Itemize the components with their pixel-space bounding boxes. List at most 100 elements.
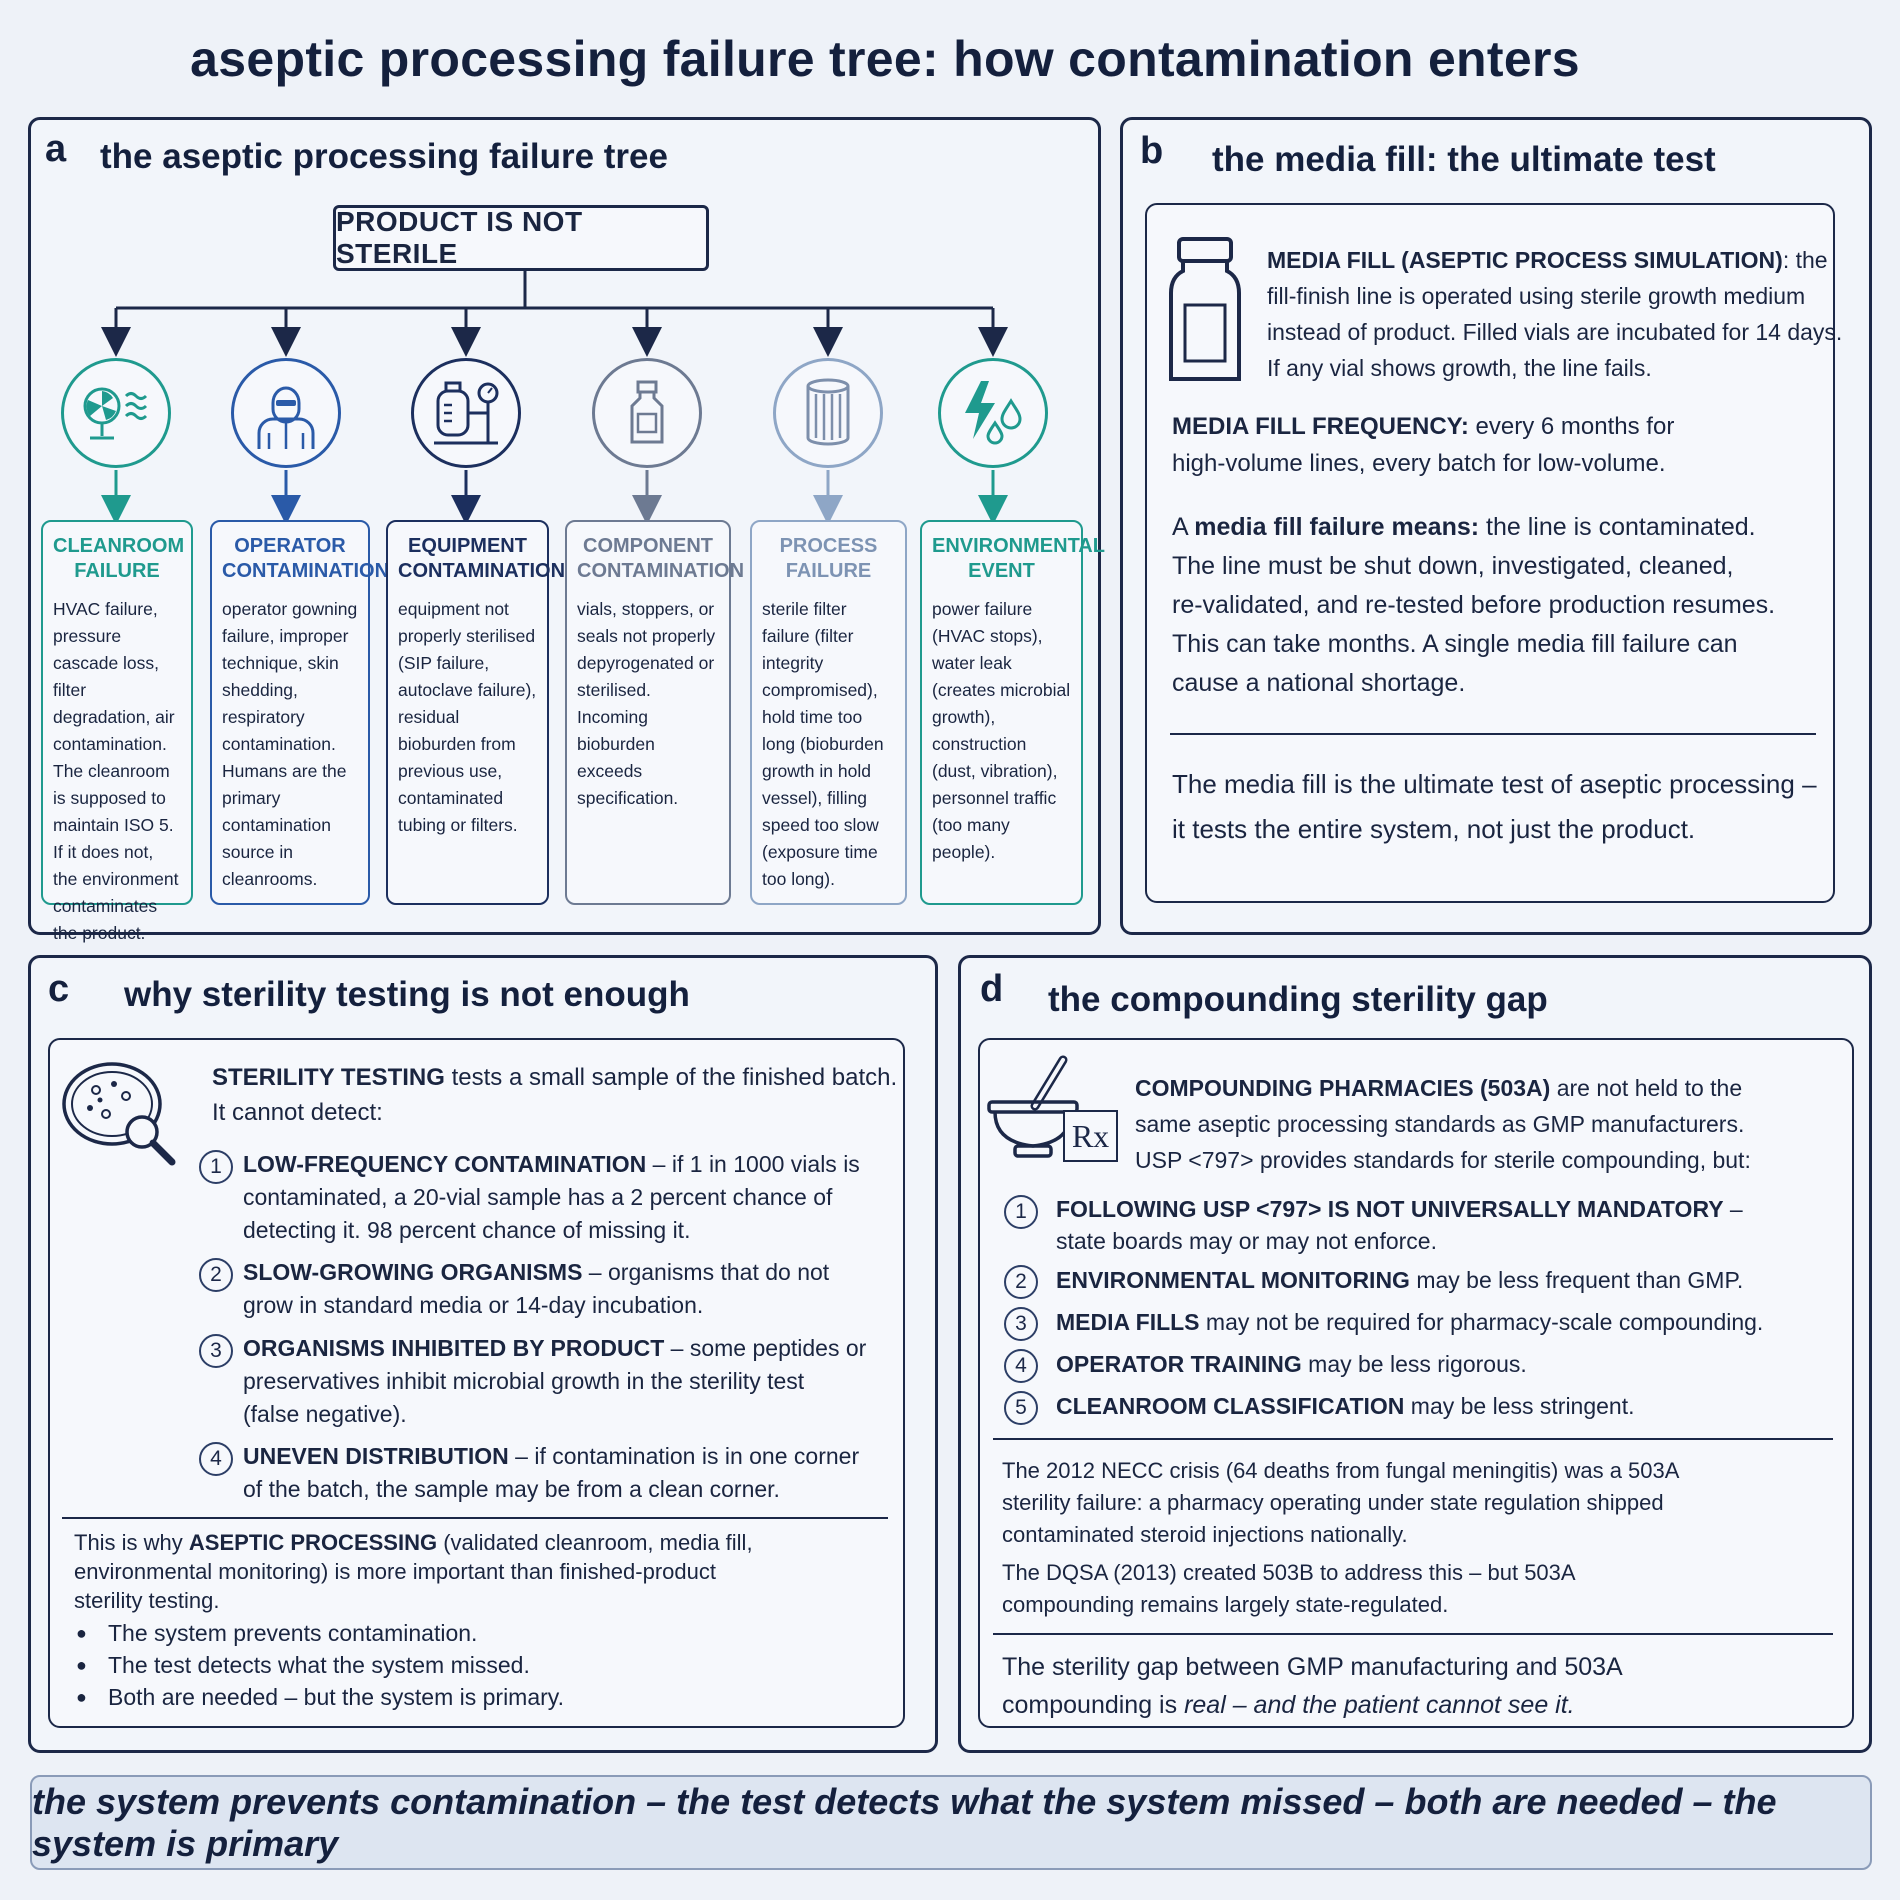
footer-text: the system prevents contamination – the …: [32, 1780, 1777, 1864]
equipment-vessel-icon: [411, 358, 521, 468]
cause-body: operator gowning failure, improper techn…: [222, 599, 358, 889]
text-line: The media fill is the ultimate test of a…: [1172, 769, 1817, 799]
item-term: ORGANISMS INHIBITED BY PRODUCT: [243, 1335, 665, 1361]
power-water-icon: [938, 358, 1048, 468]
limitation-item: LOW-FREQUENCY CONTAMINATION – if 1 in 10…: [243, 1148, 860, 1247]
number-badge: 1: [1004, 1195, 1038, 1229]
cause-title: EQUIPMENT: [408, 535, 527, 557]
failure-term: media fill failure means:: [1194, 513, 1480, 541]
text-line: re-validated, and re-tested before produ…: [1172, 591, 1776, 619]
sterility-gap-conclusion: The sterility gap between GMP manufactur…: [1002, 1648, 1623, 1724]
text-line: contaminated steroid injections national…: [1002, 1522, 1408, 1547]
text-line: If any vial shows growth, the line fails…: [1267, 355, 1652, 381]
text-span: – organisms that do not: [582, 1259, 830, 1285]
text-line: The DQSA (2013) created 503B to address …: [1002, 1560, 1576, 1585]
root-node: PRODUCT IS NOT STERILE: [333, 205, 709, 271]
text-line: of the batch, the sample may be from a c…: [243, 1476, 780, 1502]
panel-c-title: why sterility testing is not enough: [124, 975, 690, 1014]
item-term: LOW-FREQUENCY CONTAMINATION: [243, 1151, 647, 1177]
gap-item: ENVIRONMENTAL MONITORING may be less fre…: [1056, 1264, 1743, 1297]
text-line: It cannot detect:: [212, 1099, 383, 1126]
text-line: fill-finish line is operated using steri…: [1267, 283, 1806, 309]
cause-title: CONTAMINATION: [577, 560, 745, 582]
cause-body: equipment not properly sterilised (SIP f…: [398, 599, 537, 835]
aseptic-conclusion: This is why ASEPTIC PROCESSING (validate…: [74, 1528, 753, 1615]
item-term: SLOW-GROWING ORGANISMS: [243, 1259, 583, 1285]
text-line: same aseptic processing standards as GMP…: [1135, 1111, 1745, 1137]
text-span: (validated cleanroom, media fill,: [437, 1530, 753, 1555]
text-line: instead of product. Filled vials are inc…: [1267, 319, 1843, 345]
cause-title: COMPONENT: [583, 535, 713, 557]
media-fill-conclusion: The media fill is the ultimate test of a…: [1172, 762, 1817, 852]
text-line: This can take months. A single media fil…: [1172, 630, 1738, 658]
bullet-item: The test detects what the system missed.: [76, 1649, 530, 1681]
cause-title: OPERATOR: [234, 535, 346, 557]
item-term: ENVIRONMENTAL MONITORING: [1056, 1267, 1410, 1293]
page-title: aseptic processing failure tree: how con…: [190, 31, 1580, 87]
divider: [993, 1633, 1833, 1635]
text-span: –: [1723, 1196, 1743, 1222]
gap-item: FOLLOWING USP <797> IS NOT UNIVERSALLY M…: [1056, 1193, 1743, 1257]
gap-item: OPERATOR TRAINING may be less rigorous.: [1056, 1348, 1527, 1381]
text-line: The 2012 NECC crisis (64 deaths from fun…: [1002, 1458, 1680, 1483]
text-span: may be less frequent than GMP.: [1409, 1267, 1744, 1293]
text-span: every 6 months for: [1468, 413, 1675, 440]
media-vial-icon: [1169, 237, 1241, 381]
sterility-testing-box: [48, 1038, 905, 1728]
gap-item: CLEANROOM CLASSIFICATION may be less str…: [1056, 1390, 1635, 1423]
item-term: CLEANROOM CLASSIFICATION: [1056, 1393, 1405, 1419]
divider: [993, 1438, 1833, 1440]
compounding-intro: COMPOUNDING PHARMACIES (503A) are not he…: [1135, 1070, 1751, 1178]
necc-crisis-text: The 2012 NECC crisis (64 deaths from fun…: [1002, 1455, 1679, 1551]
text-span: : the: [1782, 247, 1828, 273]
cause-title: PROCESS: [779, 535, 878, 557]
text-line: state boards may or may not enforce.: [1056, 1228, 1437, 1254]
emphasis-text: real – and the patient cannot see it.: [1184, 1691, 1575, 1719]
item-term: OPERATOR TRAINING: [1056, 1351, 1302, 1377]
text-line: The line must be shut down, investigated…: [1172, 552, 1734, 580]
text-line: high-volume lines, every batch for low-v…: [1172, 450, 1666, 477]
text-span: tests a small sample of the finished bat…: [444, 1064, 898, 1091]
cause-title: CLEANROOM: [53, 535, 185, 557]
text-line: The sterility gap between GMP manufactur…: [1002, 1653, 1623, 1681]
vial-icon: [592, 358, 702, 468]
text-span: – some peptides or: [664, 1335, 867, 1361]
panel-d-label: d: [980, 968, 1004, 1010]
cause-body: power failure (HVAC stops), water leak (…: [932, 599, 1071, 862]
cause-body: vials, stoppers, or seals not properly d…: [577, 599, 716, 808]
number-badge: 1: [199, 1150, 233, 1184]
item-term: MEDIA FILLS: [1056, 1309, 1200, 1335]
text-line: grow in standard media or 14-day incubat…: [243, 1292, 704, 1318]
text-line: environmental monitoring) is more import…: [74, 1559, 716, 1584]
divider: [62, 1517, 888, 1519]
gowned-operator-icon: [231, 358, 341, 468]
number-badge: 4: [1004, 1349, 1038, 1383]
filter-cartridge-icon: [773, 358, 883, 468]
number-badge: 4: [199, 1442, 233, 1476]
limitation-item: ORGANISMS INHIBITED BY PRODUCT – some pe…: [243, 1332, 866, 1431]
item-term: UNEVEN DISTRIBUTION: [243, 1443, 509, 1469]
text-span: the line is contaminated.: [1479, 513, 1756, 541]
tree-connectors: [101, 271, 1008, 525]
media-fill-failure: A media fill failure means: the line is …: [1172, 508, 1775, 703]
text-line: USP <797> provides standards for sterile…: [1135, 1147, 1751, 1173]
text-span: This is why: [74, 1530, 189, 1555]
frequency-term: MEDIA FILL FREQUENCY:: [1172, 413, 1469, 440]
cause-title: ENVIRONMENTAL: [932, 535, 1105, 557]
panel-a-label: a: [45, 128, 67, 170]
number-badge: 3: [1004, 1307, 1038, 1341]
panel-c-label: c: [48, 968, 70, 1010]
limitation-item: SLOW-GROWING ORGANISMS – organisms that …: [243, 1256, 829, 1322]
petri-dish-magnifier-icon: [62, 1062, 176, 1166]
text-span: compounding is: [1002, 1691, 1185, 1719]
text-line: cause a national shortage.: [1172, 669, 1466, 697]
number-badge: 3: [199, 1334, 233, 1368]
media-fill-definition: MEDIA FILL (ASEPTIC PROCESS SIMULATION):…: [1267, 242, 1842, 386]
item-term: FOLLOWING USP <797> IS NOT UNIVERSALLY M…: [1056, 1196, 1724, 1222]
number-badge: 2: [1004, 1265, 1038, 1299]
number-badge: 5: [1004, 1391, 1038, 1425]
panel-d-title: the compounding sterility gap: [1048, 980, 1548, 1019]
